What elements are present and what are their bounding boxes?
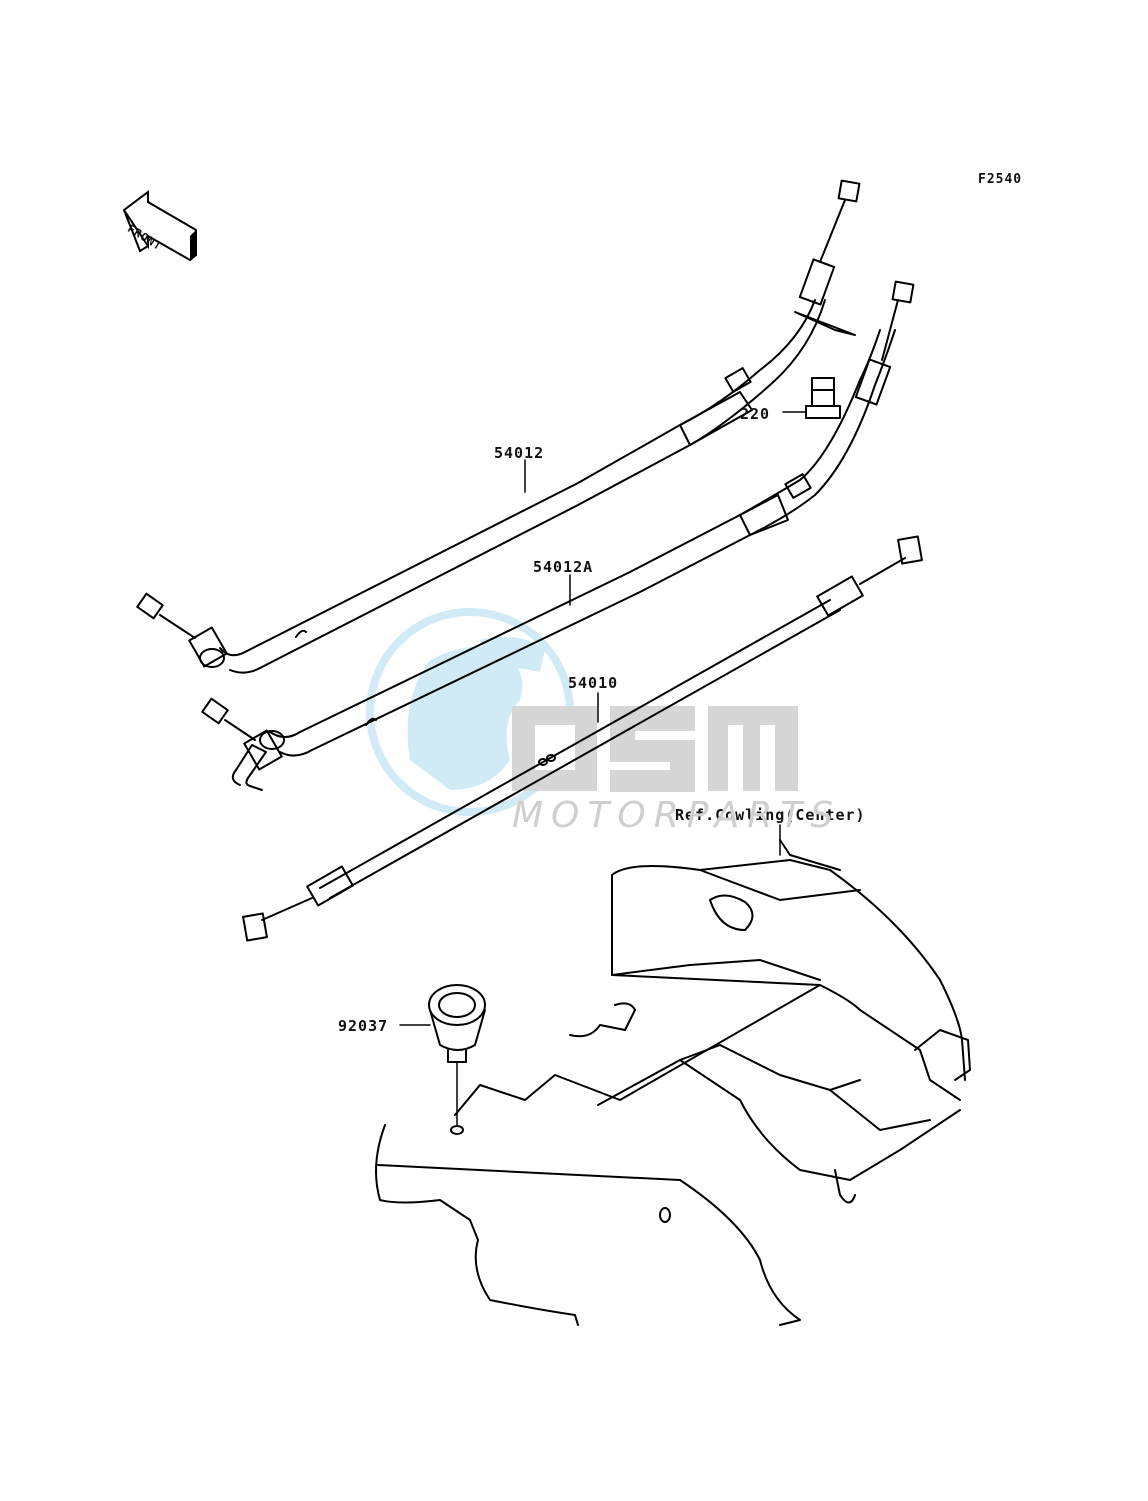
figure-code: F2540	[978, 172, 1023, 187]
bolt-220	[805, 377, 841, 419]
front-arrow-icon	[122, 190, 197, 262]
cable-54012	[136, 179, 861, 674]
part-label-54012A[interactable]: 54012A	[533, 558, 594, 576]
part-label-54012[interactable]: 54012	[494, 444, 545, 462]
part-label-220[interactable]: 220	[740, 405, 771, 423]
cable-54012A	[201, 280, 915, 791]
part-label-92037[interactable]: 92037	[338, 1017, 389, 1035]
watermark-subtext: MOTORPARTS	[512, 795, 842, 836]
part-label-54010[interactable]: 54010	[568, 674, 619, 692]
cowling-center	[375, 839, 971, 1326]
leader-lines	[399, 411, 807, 1126]
ref-cowling-label[interactable]: Ref.Cowling(Center)	[675, 806, 866, 824]
cable-54010	[242, 535, 923, 942]
watermark-logo	[512, 706, 798, 792]
